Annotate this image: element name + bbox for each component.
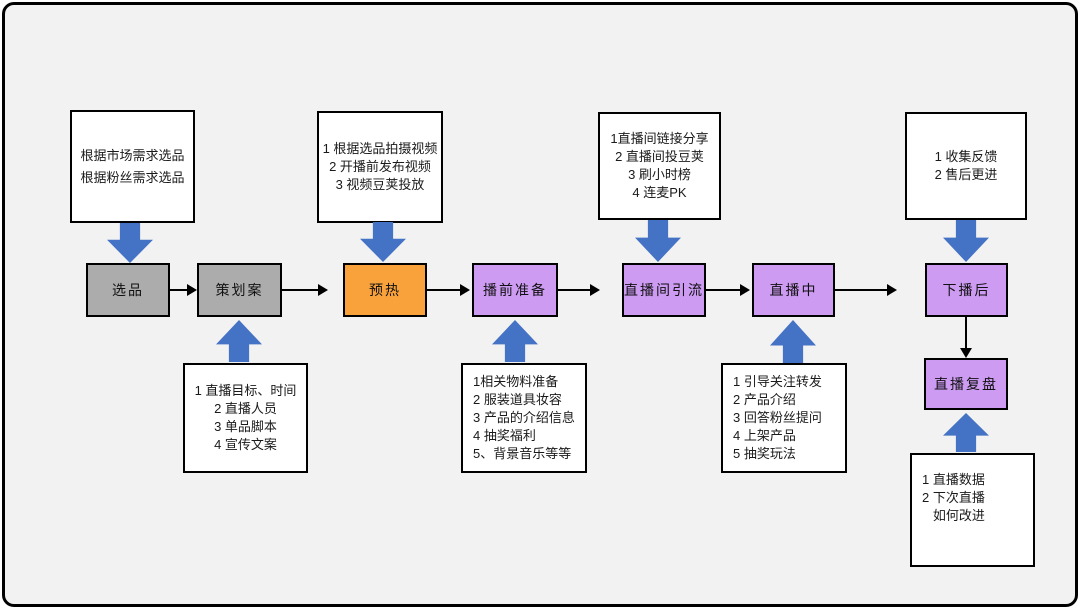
connector-arrow-after-to-review — [960, 317, 972, 358]
stage-room-traffic: 直播间引流 — [622, 263, 706, 317]
note-plan-items: 1 直播目标、时间 2 直播人员 3 单品脚本 4 宣传文案 — [183, 363, 308, 473]
note-text: 1相关物料准备 2 服装道具妆容 3 产品的介绍信息 4 抽奖福利 5、背景音乐… — [473, 374, 575, 461]
stage-product-selection: 选品 — [86, 263, 170, 317]
stage-label: 预热 — [369, 282, 401, 298]
stage-label: 直播中 — [769, 282, 818, 298]
stage-live: 直播中 — [752, 263, 835, 317]
stage-label: 播前准备 — [483, 282, 547, 298]
connector-arrow-live-to-after — [835, 284, 897, 296]
note-review-items: 1 直播数据 2 下次直播 如何改进 — [910, 453, 1035, 567]
stage-label: 直播复盘 — [934, 376, 998, 392]
block-arrow-down-to-preheat-icon — [360, 222, 406, 262]
note-preheat-tasks: 1 根据选品拍摄视频 2 开播前发布视频 3 视频豆荚投放 — [317, 111, 443, 223]
block-arrow-up-to-prep-icon — [492, 320, 538, 362]
stage-label: 选品 — [112, 282, 144, 298]
stage-after-live: 下播后 — [925, 263, 1008, 317]
note-text: 1 直播目标、时间 2 直播人员 3 单品脚本 4 宣传文案 — [194, 383, 297, 452]
stage-label: 策划案 — [215, 282, 264, 298]
note-after-tasks: 1 收集反馈 2 售后更进 — [905, 112, 1027, 220]
block-arrow-up-to-live-icon — [770, 320, 816, 364]
note-text: 1 收集反馈 2 售后更进 — [934, 149, 998, 182]
note-prep-items: 1相关物料准备 2 服装道具妆容 3 产品的介绍信息 4 抽奖福利 5、背景音乐… — [461, 363, 587, 473]
connector-arrow-selection-to-planning — [170, 284, 197, 296]
note-text: 1 根据选品拍摄视频 2 开播前发布视频 3 视频豆荚投放 — [322, 141, 438, 192]
connector-arrow-preheat-to-prep — [427, 284, 470, 296]
block-arrow-up-to-review-icon — [943, 413, 989, 452]
connector-arrow-prep-to-traffic — [558, 284, 600, 296]
note-selection-basis: 根据市场需求选品 根据粉丝需求选品 — [70, 110, 195, 223]
note-text: 1 引导关注转发 2 产品介绍 3 回答粉丝提问 4 上架产品 5 抽奖玩法 — [733, 374, 822, 461]
note-text: 1 直播数据 2 下次直播 如何改进 — [922, 472, 985, 523]
connector-arrow-traffic-to-live — [706, 284, 750, 296]
block-arrow-down-to-traffic-icon — [635, 220, 681, 262]
note-text: 根据市场需求选品 根据粉丝需求选品 — [80, 147, 185, 185]
stage-label: 直播间引流 — [624, 282, 704, 298]
stage-preheat: 预热 — [343, 263, 427, 317]
connector-arrow-planning-to-preheat — [282, 284, 328, 296]
block-arrow-down-to-selection-icon — [107, 223, 153, 263]
stage-live-review: 直播复盘 — [924, 358, 1008, 410]
stage-pre-live-prep: 播前准备 — [472, 263, 558, 317]
stage-planning: 策划案 — [197, 263, 282, 317]
block-arrow-up-to-planning-icon — [216, 320, 262, 362]
note-text: 1直播间链接分享 2 直播间投豆荚 3 刷小时榜 4 连麦PK — [610, 131, 709, 200]
note-traffic-tactics: 1直播间链接分享 2 直播间投豆荚 3 刷小时榜 4 连麦PK — [598, 112, 721, 220]
block-arrow-down-to-after-icon — [943, 220, 989, 262]
stage-label: 下播后 — [942, 282, 991, 298]
note-live-items: 1 引导关注转发 2 产品介绍 3 回答粉丝提问 4 上架产品 5 抽奖玩法 — [721, 363, 847, 473]
